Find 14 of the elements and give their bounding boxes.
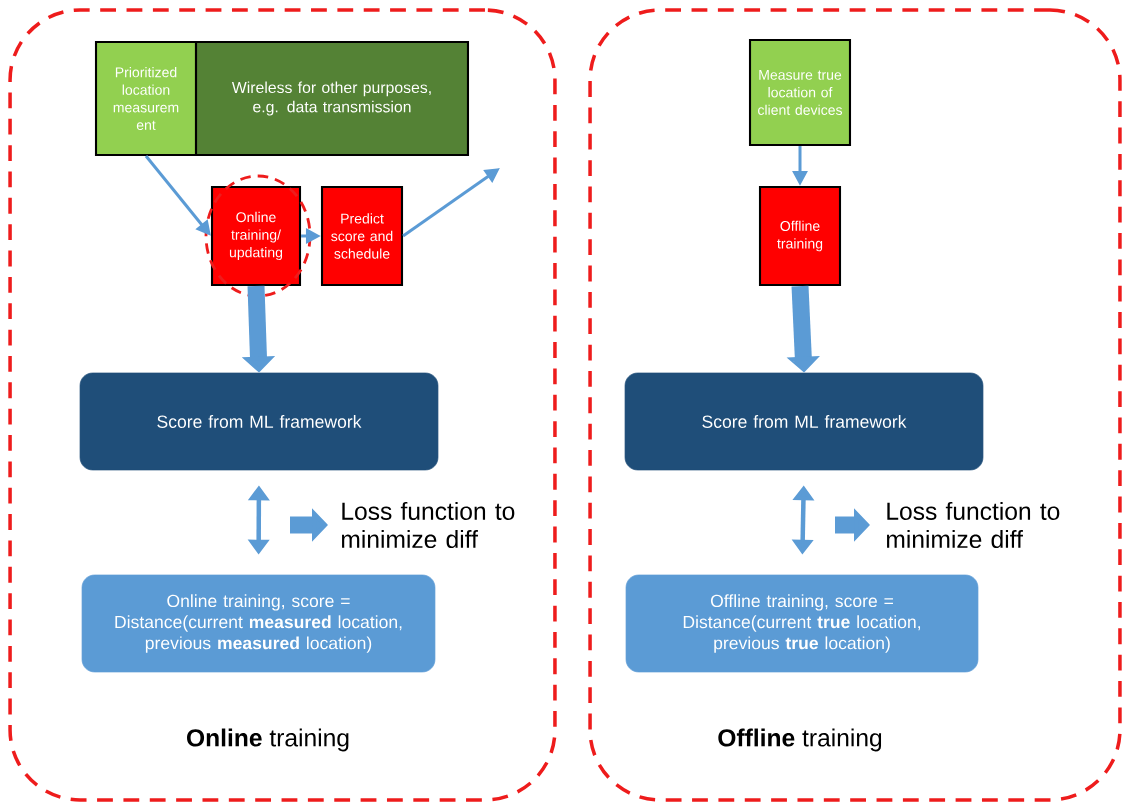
- process-box: Offline training: [758, 185, 842, 287]
- panel-title: Offline training: [718, 728, 882, 752]
- loss-text: Loss function to minimize diff: [342, 501, 515, 549]
- process-box: Online training/ updating: [210, 185, 302, 287]
- process-box: Measure true location of client devices: [748, 38, 852, 147]
- score-box: Score from ML framework: [624, 372, 984, 471]
- panel-title: Online training: [187, 728, 349, 752]
- process-box: Predict score and schedule: [320, 185, 404, 287]
- process-box: Prioritized location measurem ent: [94, 40, 198, 157]
- process-box: Wireless for other purposes, e.g. data transmission: [194, 40, 470, 157]
- formula-box: Offline training, score = Distance(current true location, previous true location): [625, 574, 979, 673]
- loss-text: Loss function to minimize diff: [887, 501, 1060, 549]
- score-box: Score from ML framework: [79, 372, 439, 471]
- formula-box: Online training, score = Distance(current measured location, previous measured location): [81, 574, 436, 673]
